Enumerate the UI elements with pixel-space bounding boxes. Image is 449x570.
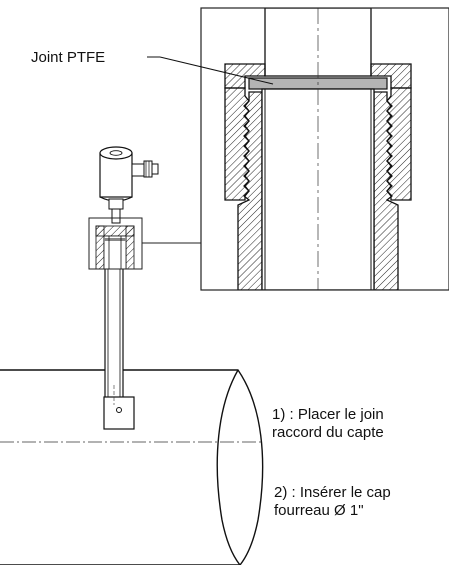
sensor-head [99,146,159,224]
joint-label: Joint PTFE [31,49,105,66]
step2-line1: 2) : Insérer le cap [274,484,391,501]
sensor-rod [103,265,135,430]
joint-leader-diag [159,56,274,85]
fitting-thumbnail [88,217,143,270]
step1-line1: 1) : Placer le join [272,406,384,423]
step2-line2: fourreau Ø 1" [274,502,364,519]
step1-line2: raccord du capte [272,424,384,441]
fitting-detail [200,7,449,291]
cable-connector [131,160,159,178]
detail-frame-large [200,7,449,291]
pipe [0,369,264,566]
